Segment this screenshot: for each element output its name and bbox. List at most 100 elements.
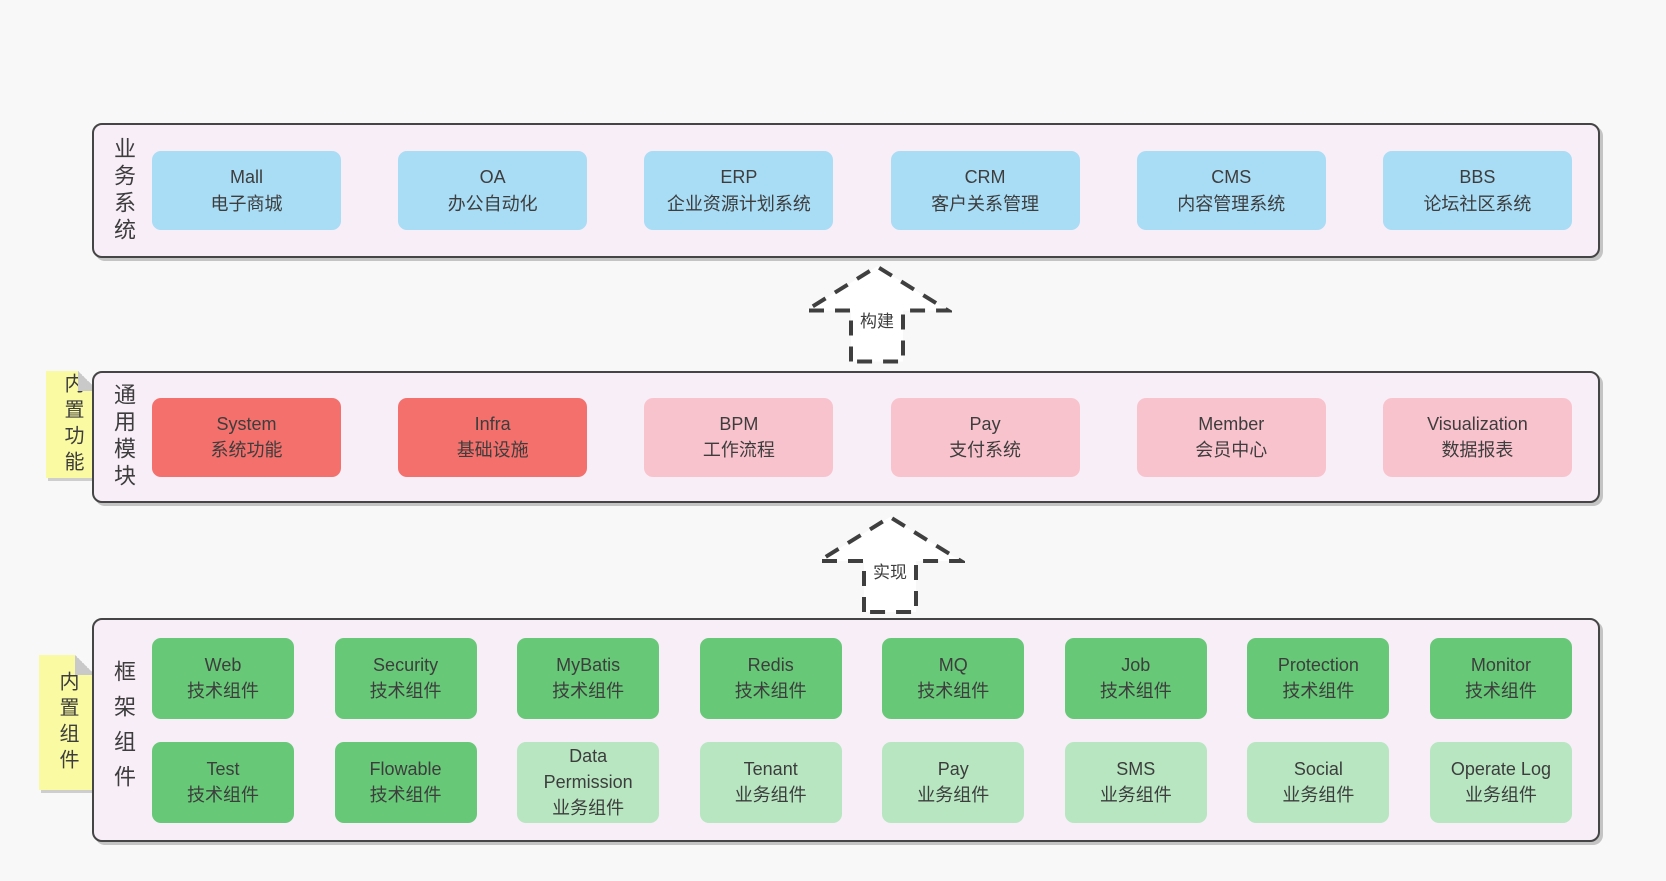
layer-side-label-area: 通用模块 (94, 373, 152, 501)
box-subtitle: 论坛社区系统 (1423, 193, 1532, 214)
box-title: Operate Log (1450, 758, 1551, 779)
sticky-note-label: 内置组件 (56, 670, 78, 775)
component-box-web: Web 技术组件 (152, 637, 294, 719)
implement-arrow-label: 实现 (870, 557, 910, 583)
box-subtitle: 技术组件 (917, 681, 990, 701)
box-subtitle: 技术组件 (1464, 681, 1537, 701)
box-subtitle: 业务组件 (917, 785, 990, 805)
component-box-operate-log: Operate Log 业务组件 (1429, 741, 1572, 823)
box-title: Protection (1277, 654, 1359, 675)
box-subtitle: 内容管理系统 (1177, 193, 1286, 214)
box-title: SMS (1116, 758, 1156, 779)
box-title: System (216, 413, 277, 434)
component-box-flowable: Flowable 技术组件 (334, 741, 477, 823)
box-title: Test (206, 758, 240, 779)
layer-side-label-area: 业务系统 (94, 125, 152, 256)
box-subtitle: 支付系统 (949, 440, 1022, 460)
box-title: CMS (1211, 167, 1252, 188)
box-subtitle: 会员中心 (1195, 440, 1268, 460)
box-subtitle: 业务组件 (734, 785, 807, 805)
box-title: Pay (969, 413, 1001, 434)
component-box-redis: Redis 技术组件 (699, 637, 842, 719)
component-box-data-permission: Data Permission 业务组件 (517, 741, 660, 823)
component-box-mybatis: MyBatis 技术组件 (517, 637, 660, 719)
box-title: Visualization (1427, 413, 1528, 434)
layer-label: 通用模块 (111, 383, 136, 491)
box-title: Monitor (1470, 654, 1531, 675)
box-title: Flowable (369, 758, 442, 779)
box-subtitle: 工作流程 (702, 440, 775, 460)
business-systems-boxes: Mall 电子商城 OA 办公自动化 ERP 企业资源计划系统 CRM 客户关系管理 CMS 内容… (152, 125, 1572, 256)
box-title: CRM (964, 167, 1006, 188)
box-subtitle: 业务组件 (1099, 785, 1172, 805)
build-arrow-label: 构建 (857, 307, 897, 333)
component-box-security: Security 技术组件 (334, 637, 477, 719)
component-box-crm: CRM 客户关系管理 (890, 151, 1080, 230)
box-title: MQ (938, 654, 968, 675)
box-title: Security (373, 654, 439, 675)
sticky-note-built-in-components: 内置组件 (39, 655, 95, 790)
box-row: Mall 电子商城 OA 办公自动化 ERP 企业资源计划系统 CRM 客户关系管理 CMS 内容… (152, 151, 1572, 230)
component-box-cms: CMS 内容管理系统 (1136, 151, 1326, 230)
box-subtitle: 技术组件 (369, 681, 442, 701)
box-title: Social (1293, 758, 1343, 779)
box-title: Tenant (743, 758, 798, 779)
component-box-infra: Infra 基础设施 (398, 397, 588, 477)
layer-label: 业务系统 (111, 136, 136, 245)
component-box-sms: SMS 业务组件 (1064, 741, 1207, 823)
box-title: OA (479, 167, 506, 188)
box-subtitle: 技术组件 (552, 681, 625, 701)
box-title: Data Permission (543, 745, 633, 792)
box-subtitle: 技术组件 (734, 681, 807, 701)
box-subtitle: 系统功能 (210, 440, 283, 460)
box-subtitle: 技术组件 (1099, 681, 1172, 701)
box-title: ERP (720, 167, 758, 188)
box-title: Redis (747, 654, 794, 675)
box-subtitle: 客户关系管理 (931, 193, 1040, 214)
box-title: Infra (474, 413, 511, 434)
implement-arrow: 实现 (815, 513, 965, 615)
box-title: MyBatis (556, 654, 621, 675)
box-subtitle: 办公自动化 (447, 193, 538, 214)
component-box-pay: Pay 支付系统 (890, 397, 1080, 477)
box-title: Web (204, 654, 242, 675)
box-subtitle: 业务组件 (1282, 785, 1355, 805)
box-subtitle: 企业资源计划系统 (666, 193, 811, 214)
box-subtitle: 业务组件 (1464, 785, 1537, 805)
layer-label: 框架组件 (111, 660, 136, 800)
layer-side-label-area: 框架组件 (94, 620, 152, 840)
build-arrow: 构建 (802, 263, 952, 364)
box-title: BBS (1459, 167, 1496, 188)
component-box-visualization: Visualization 数据报表 (1382, 397, 1572, 477)
box-subtitle: 电子商城 (210, 193, 283, 214)
component-box-job: Job 技术组件 (1064, 637, 1207, 719)
box-subtitle: 基础设施 (456, 440, 529, 460)
component-box-system: System 系统功能 (152, 397, 341, 477)
box-subtitle: 技术组件 (369, 785, 442, 805)
layer-business-systems: 业务系统 Mall 电子商城 OA 办公自动化 ERP 企业资源计划系统 CRM 客户关系管理… (92, 123, 1600, 258)
box-title: BPM (719, 413, 759, 434)
component-box-social: Social 业务组件 (1247, 741, 1390, 823)
box-subtitle: 技术组件 (187, 785, 259, 805)
sticky-note-built-in-features: 内置功能 (46, 371, 98, 478)
box-title: Job (1121, 654, 1151, 675)
box-subtitle: 业务组件 (552, 798, 625, 819)
box-subtitle: 技术组件 (187, 681, 259, 701)
box-title: Mall (229, 167, 263, 188)
box-row: Test 技术组件 Flowable 技术组件 Data Permission 业务组件 T… (152, 741, 1572, 823)
component-box-bpm: BPM 工作流程 (644, 397, 834, 477)
component-box-bbs: BBS 论坛社区系统 (1382, 151, 1572, 230)
component-box-oa: OA 办公自动化 (398, 151, 588, 230)
box-title: Pay (937, 758, 969, 779)
component-box-mq: MQ 技术组件 (882, 637, 1025, 719)
component-box-mall: Mall 电子商城 (152, 151, 341, 230)
component-box-test: Test 技术组件 (152, 741, 294, 823)
box-subtitle: 数据报表 (1441, 440, 1514, 460)
